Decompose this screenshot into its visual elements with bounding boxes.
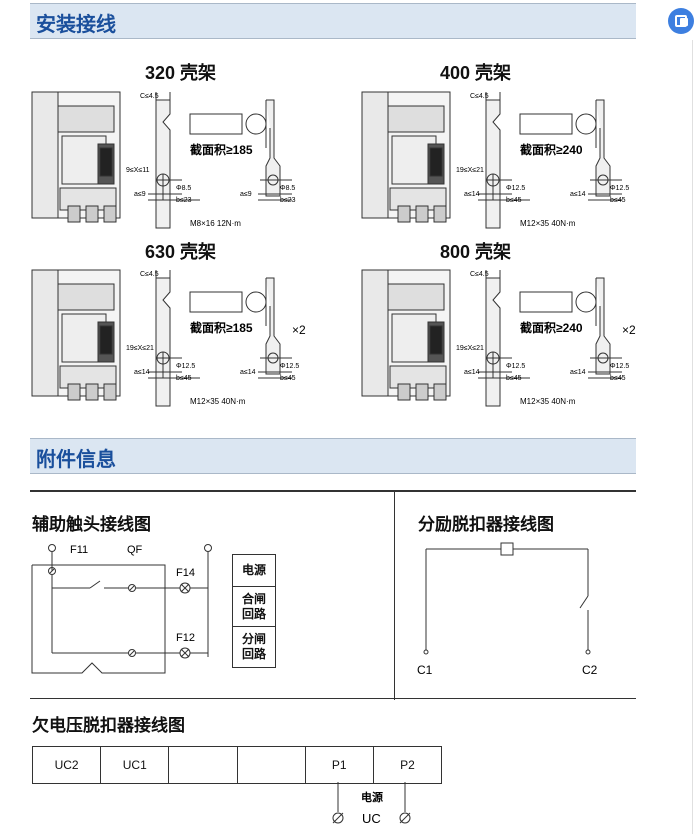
label-c1: C1 <box>417 663 433 677</box>
area-label: 截面积≥240 <box>520 142 583 157</box>
frame-diagram-0: C≤4.5 9≤X≤11 a≤9 Φ8.5 b≤23 截面积≥185 a≤9 Φ… <box>30 88 320 236</box>
phi2-label: Φ12.5 <box>610 185 629 192</box>
x-label: 19≤X≤21 <box>456 345 484 352</box>
aux-title: 辅助触头接线图 <box>32 515 151 534</box>
label-f14: F14 <box>176 567 195 579</box>
torque-label: M8×16 12N·m <box>190 219 241 228</box>
label-power: 电源 <box>361 790 383 804</box>
label-f12: F12 <box>176 632 195 644</box>
a-label: a≤14 <box>134 369 150 376</box>
c-label: C≤4.5 <box>140 93 159 100</box>
section-title: 安装接线 <box>36 14 116 36</box>
divider-bottom <box>30 698 636 699</box>
breaker-drawing: C≤4.5 9≤X≤11 a≤9 Φ8.5 b≤23 截面积≥185 a≤9 Φ… <box>31 91 296 229</box>
c-label: C≤4.5 <box>470 93 489 100</box>
a2-label: a≤14 <box>240 369 256 376</box>
a2-label: a≤14 <box>570 369 586 376</box>
window-overlay-icon <box>680 18 688 26</box>
shunt-title: 分励脱扣器接线图 <box>418 515 554 534</box>
uv-title: 欠电压脱扣器接线图 <box>32 716 185 735</box>
phi-label: Φ12.5 <box>506 363 525 370</box>
uv-terminal-table: UC2 UC1 P1 P2 <box>32 746 442 784</box>
breaker-drawing: C≤4.5 19≤X≤21 a≤14 Φ12.5 b≤45 截面积≥185 a≤… <box>31 269 306 407</box>
breaker-drawing: C≤4.5 19≤X≤21 a≤14 Φ12.5 b≤45 截面积≥240 a≤… <box>361 269 636 407</box>
side-tool-button[interactable] <box>668 8 694 34</box>
x-label: 9≤X≤11 <box>126 167 150 174</box>
b-label: b≤45 <box>506 197 522 204</box>
section-header-accessory: 附件信息 <box>30 438 636 474</box>
phi2-label: Φ8.5 <box>280 185 295 192</box>
uv-cell-uc2: UC2 <box>33 747 102 783</box>
multiplier-label: ×2 <box>292 323 306 337</box>
area-label: 截面积≥240 <box>520 320 583 335</box>
uv-cell-uc1: UC1 <box>101 747 170 783</box>
b2-label: b≤45 <box>610 197 626 204</box>
phi2-label: Φ12.5 <box>280 363 299 370</box>
multiplier-label: ×2 <box>622 323 636 337</box>
b2-label: b≤45 <box>610 375 626 382</box>
divider-vertical <box>394 490 395 700</box>
b-label: b≤45 <box>176 375 192 382</box>
aux-legend-table: 电源 合闸 回路 分闸 回路 <box>232 554 276 668</box>
label-f11: F11 <box>70 544 88 556</box>
phi-label: Φ8.5 <box>176 185 191 192</box>
b2-label: b≤23 <box>280 197 296 204</box>
torque-label: M12×35 40N·m <box>190 397 246 406</box>
x-label: 19≤X≤21 <box>126 345 154 352</box>
torque-label: M12×35 40N·m <box>520 397 576 406</box>
scroll-track <box>692 40 693 834</box>
frame-diagram-2: C≤4.5 19≤X≤21 a≤14 Φ12.5 b≤45 截面积≥185 a≤… <box>30 266 320 414</box>
b2-label: b≤45 <box>280 375 296 382</box>
area-label: 截面积≥185 <box>190 320 253 335</box>
legend-open-circuit: 分闸 回路 <box>241 632 266 661</box>
b-label: b≤45 <box>506 375 522 382</box>
frame-title-400: 400 壳架 <box>440 63 512 83</box>
legend-power: 电源 <box>233 555 275 587</box>
area-label: 截面积≥185 <box>190 142 253 157</box>
label-uc: UC <box>362 811 381 826</box>
c-label: C≤4.5 <box>140 271 159 278</box>
frame-title-800: 800 壳架 <box>440 242 512 262</box>
torque-label: M12×35 40N·m <box>520 219 576 228</box>
phi-label: Φ12.5 <box>506 185 525 192</box>
a-label: a≤14 <box>464 191 480 198</box>
legend-close-circuit: 合闸 回路 <box>233 587 275 627</box>
shunt-diagram: C1 C2 <box>417 542 598 677</box>
label-qf: QF <box>127 544 143 556</box>
uv-cell-p1: P1 <box>306 747 374 783</box>
section-header-install: 安装接线 <box>30 3 636 39</box>
a-label: a≤14 <box>464 369 480 376</box>
a-label: a≤9 <box>134 191 146 198</box>
frame-title-320: 320 壳架 <box>145 63 217 83</box>
frame-title-630: 630 壳架 <box>145 242 217 262</box>
aux-contact-diagram: F11 QF F14 F12 <box>31 544 212 674</box>
c-label: C≤4.5 <box>470 271 489 278</box>
uv-cell-empty <box>238 747 306 783</box>
b-label: b≤23 <box>176 197 192 204</box>
frame-diagram-3: C≤4.5 19≤X≤21 a≤14 Φ12.5 b≤45 截面积≥240 a≤… <box>360 266 650 414</box>
label-c2: C2 <box>582 663 598 677</box>
frame-diagram-1: C≤4.5 19≤X≤21 a≤14 Φ12.5 b≤45 截面积≥240 a≤… <box>360 88 650 236</box>
x-label: 19≤X≤21 <box>456 167 484 174</box>
divider-top <box>30 490 636 492</box>
uv-power-diagram: 电源 UC <box>332 782 411 826</box>
breaker-drawing: C≤4.5 19≤X≤21 a≤14 Φ12.5 b≤45 截面积≥240 a≤… <box>361 91 629 229</box>
a2-label: a≤14 <box>570 191 586 198</box>
uv-cell-empty <box>169 747 238 783</box>
phi-label: Φ12.5 <box>176 363 195 370</box>
a2-label: a≤9 <box>240 191 252 198</box>
uv-cell-p2: P2 <box>400 758 415 772</box>
section-title: 附件信息 <box>36 449 116 471</box>
phi2-label: Φ12.5 <box>610 363 629 370</box>
